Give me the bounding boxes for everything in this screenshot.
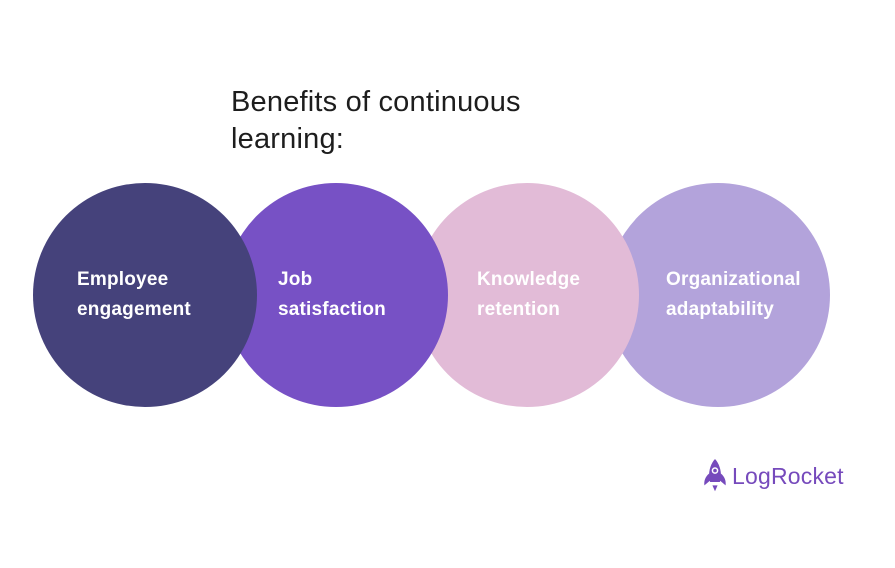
circle-label-employee-engagement: Employee engagement bbox=[77, 269, 191, 320]
circle-knowledge-retention: Knowledge retention bbox=[415, 183, 639, 407]
circle-label-organizational-adaptability: Organizational adaptability bbox=[666, 269, 801, 320]
circle-job-satisfaction: Job satisfaction bbox=[224, 183, 448, 407]
logo-text: LogRocket bbox=[732, 462, 844, 489]
logrocket-logo: LogRocket bbox=[701, 453, 844, 499]
circle-label-knowledge-retention: Knowledge retention bbox=[477, 269, 581, 320]
rocket-icon bbox=[701, 456, 729, 496]
circle-employee-engagement: Employee engagement bbox=[33, 183, 257, 407]
page-title: Benefits of continuous learning: bbox=[231, 86, 521, 155]
circle-label-job-satisfaction: Job satisfaction bbox=[278, 269, 386, 320]
circle-organizational-adaptability: Organizational adaptability bbox=[606, 183, 830, 407]
